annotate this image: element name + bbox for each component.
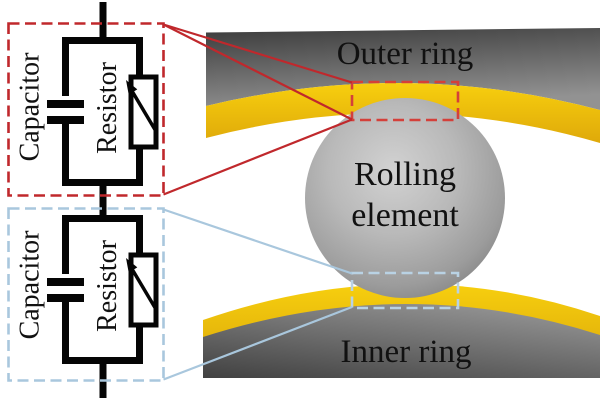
outer-contact-zone-box [350,80,460,122]
resistor-label: Resistor [92,61,123,153]
outer-ring-body [206,28,600,110]
capacitor-label: Capacitor [15,52,46,162]
callout-line-top [163,23,353,84]
outer-contact-circuit: Capacitor Resistor [15,2,159,219]
inner-ring-body [203,303,600,378]
resistor-arrow-head [126,80,138,95]
inner-contact-zone-box [350,271,460,310]
capacitor-plate-bottom [47,116,84,124]
rolling-element-label-line2: element [351,197,459,234]
callout-line-mid [163,23,353,121]
inner-contact-callout [7,207,460,382]
callout-line-bottom [163,118,353,196]
capacitor-plate-bottom [47,294,84,302]
outer-contact-callout [7,22,460,197]
inner-circuit-callout-box [7,207,165,382]
capacitor-plate-top [47,278,84,286]
resistor-arrow-shaft [130,268,159,312]
capacitor-label: Capacitor [15,230,46,340]
outer-circuit-callout-box [7,22,165,197]
rolling-element-label-line1: Rolling [354,156,456,193]
inner-ring-label: Inner ring [340,334,471,370]
rolling-element-ball [305,98,505,298]
resistor-arrow-shaft [130,90,159,134]
resistor-arrow-head [126,258,138,273]
outer-ring-label: Outer ring [337,36,474,72]
inner-ring [203,283,600,378]
resistor-label: Resistor [92,239,123,331]
capacitor-plate-top [47,100,84,108]
callout-line-top [163,208,353,275]
inner-contact-circuit: Capacitor Resistor [15,215,159,398]
callout-line-bottom [163,305,353,381]
